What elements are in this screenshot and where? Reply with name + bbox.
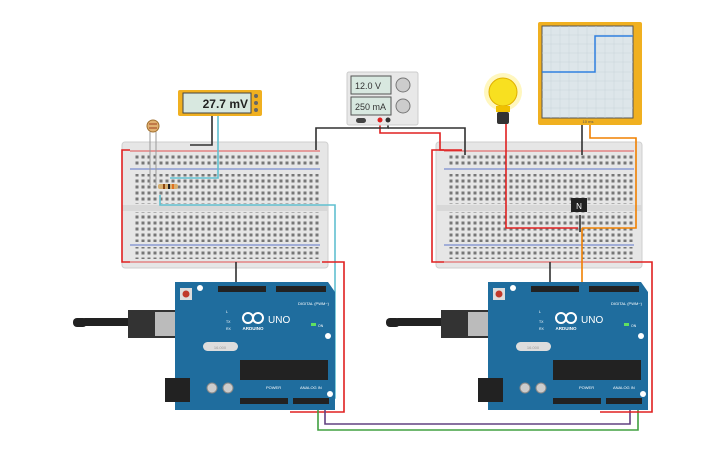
breadboard-right[interactable] bbox=[435, 141, 643, 269]
resistor[interactable] bbox=[158, 184, 178, 189]
analog-label: ANALOG IN bbox=[613, 385, 635, 390]
arduino-uno-right[interactable]: DIGITAL (PWM~) ARDUINO UNO ON L TX RX 16… bbox=[386, 282, 648, 410]
digital-label: DIGITAL (PWM~) bbox=[298, 301, 330, 306]
supply-voltage: 12.0 V bbox=[355, 81, 381, 91]
tx-label: TX bbox=[539, 320, 544, 324]
wire-red-supply bbox=[379, 122, 462, 151]
multimeter[interactable]: 27.7 mV bbox=[178, 90, 262, 116]
current-knob[interactable] bbox=[395, 98, 411, 114]
reset-button[interactable] bbox=[495, 290, 503, 298]
wire-black-supply-2 bbox=[388, 127, 466, 155]
scope-trace bbox=[542, 35, 633, 73]
npn-transistor[interactable]: N bbox=[571, 198, 587, 212]
atmega-chip bbox=[240, 360, 328, 380]
l-led-label: L bbox=[226, 310, 228, 314]
rx-label: RX bbox=[226, 327, 232, 331]
arduino-brand: ARDUINO bbox=[243, 326, 264, 331]
wire-red-bulb bbox=[505, 124, 578, 229]
wire-purple bbox=[324, 405, 631, 425]
voltage-knob[interactable] bbox=[395, 77, 411, 93]
power-supply[interactable]: 12.0 V 250 mA bbox=[346, 71, 419, 126]
crystal-label: 16.000 bbox=[527, 345, 540, 350]
oscilloscope[interactable]: 10 ms bbox=[538, 22, 642, 125]
rx-label: RX bbox=[539, 327, 545, 331]
light-bulb[interactable] bbox=[484, 73, 522, 124]
arduino-model: UNO bbox=[581, 315, 603, 326]
on-label: ON bbox=[318, 324, 324, 328]
arduino-uno-left[interactable]: DIGITAL (PWM~) ARDUINO UNO ON L TX RX 16… bbox=[73, 282, 335, 410]
scope-time-label: 10 ms bbox=[583, 119, 594, 124]
wire-red-left-rail bbox=[121, 149, 130, 263]
on-label: ON bbox=[631, 324, 637, 328]
photoresistor[interactable] bbox=[146, 119, 160, 185]
analog-label: ANALOG IN bbox=[300, 385, 322, 390]
wire-cyan-meter bbox=[170, 116, 219, 179]
wire-red-right-rail bbox=[431, 149, 444, 263]
reset-button[interactable] bbox=[182, 290, 190, 298]
wire-black-meter bbox=[190, 116, 213, 146]
transistor-label: N bbox=[576, 202, 582, 211]
multimeter-reading: 27.7 mV bbox=[203, 97, 248, 111]
wire-red-5v-left bbox=[290, 261, 345, 413]
tx-label: TX bbox=[226, 320, 231, 324]
l-led-label: L bbox=[539, 310, 541, 314]
power-switch[interactable] bbox=[356, 118, 366, 123]
supply-current: 250 mA bbox=[355, 102, 386, 112]
wire-green bbox=[317, 405, 639, 431]
wire-orange-scope bbox=[582, 120, 637, 229]
arduino-brand: ARDUINO bbox=[556, 326, 577, 331]
wire-red-5v-right bbox=[600, 261, 653, 413]
crystal-label: 16.000 bbox=[214, 345, 227, 350]
arduino-model: UNO bbox=[268, 315, 290, 326]
digital-label: DIGITAL (PWM~) bbox=[611, 301, 643, 306]
atmega-chip bbox=[553, 360, 641, 380]
power-label: POWER bbox=[579, 385, 594, 390]
power-label: POWER bbox=[266, 385, 281, 390]
